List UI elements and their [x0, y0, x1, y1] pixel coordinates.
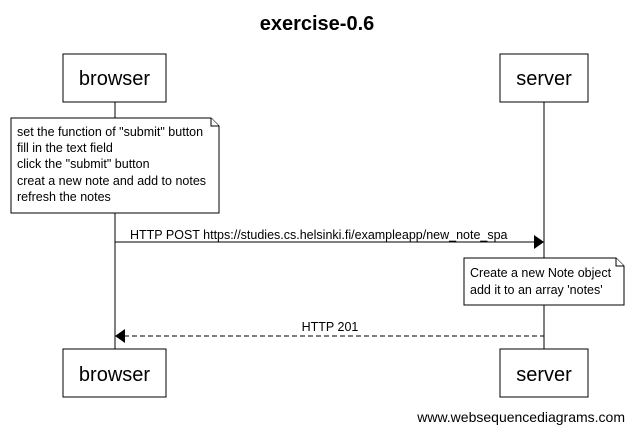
http-201-message: HTTP 201 — [115, 320, 544, 343]
browser-actor-label: browser — [79, 364, 150, 386]
arrowhead-solid — [534, 235, 544, 249]
server-actor-bottom: server — [499, 348, 589, 398]
note-line: fill in the text field — [17, 141, 113, 155]
diagram-title: exercise-0.6 — [260, 13, 375, 35]
browser-note: set the function of "submit" button fill… — [10, 117, 220, 214]
note-line: add it to an array 'notes' — [470, 283, 603, 297]
server-note: Create a new Note object add it to an ar… — [463, 257, 625, 306]
note-line: Create a new Note object — [470, 266, 612, 280]
note-line: refresh the notes — [17, 190, 111, 204]
server-actor-top: server — [499, 53, 589, 103]
browser-actor-bottom: browser — [62, 348, 167, 398]
browser-actor-top: browser — [62, 53, 167, 103]
note-line: set the function of "submit" button — [17, 125, 203, 139]
note-line: creat a new note and add to notes — [17, 174, 206, 188]
http-201-label: HTTP 201 — [302, 320, 359, 334]
browser-actor-label: browser — [79, 68, 150, 90]
watermark-link[interactable]: www.websequencediagrams.com — [416, 409, 625, 425]
server-actor-label: server — [516, 364, 572, 386]
note-line: click the "submit" button — [17, 157, 150, 171]
http-post-label: HTTP POST https://studies.cs.helsinki.fi… — [130, 228, 508, 242]
http-post-message: HTTP POST https://studies.cs.helsinki.fi… — [115, 228, 544, 249]
arrowhead-solid — [115, 329, 125, 343]
server-actor-label: server — [516, 68, 572, 90]
